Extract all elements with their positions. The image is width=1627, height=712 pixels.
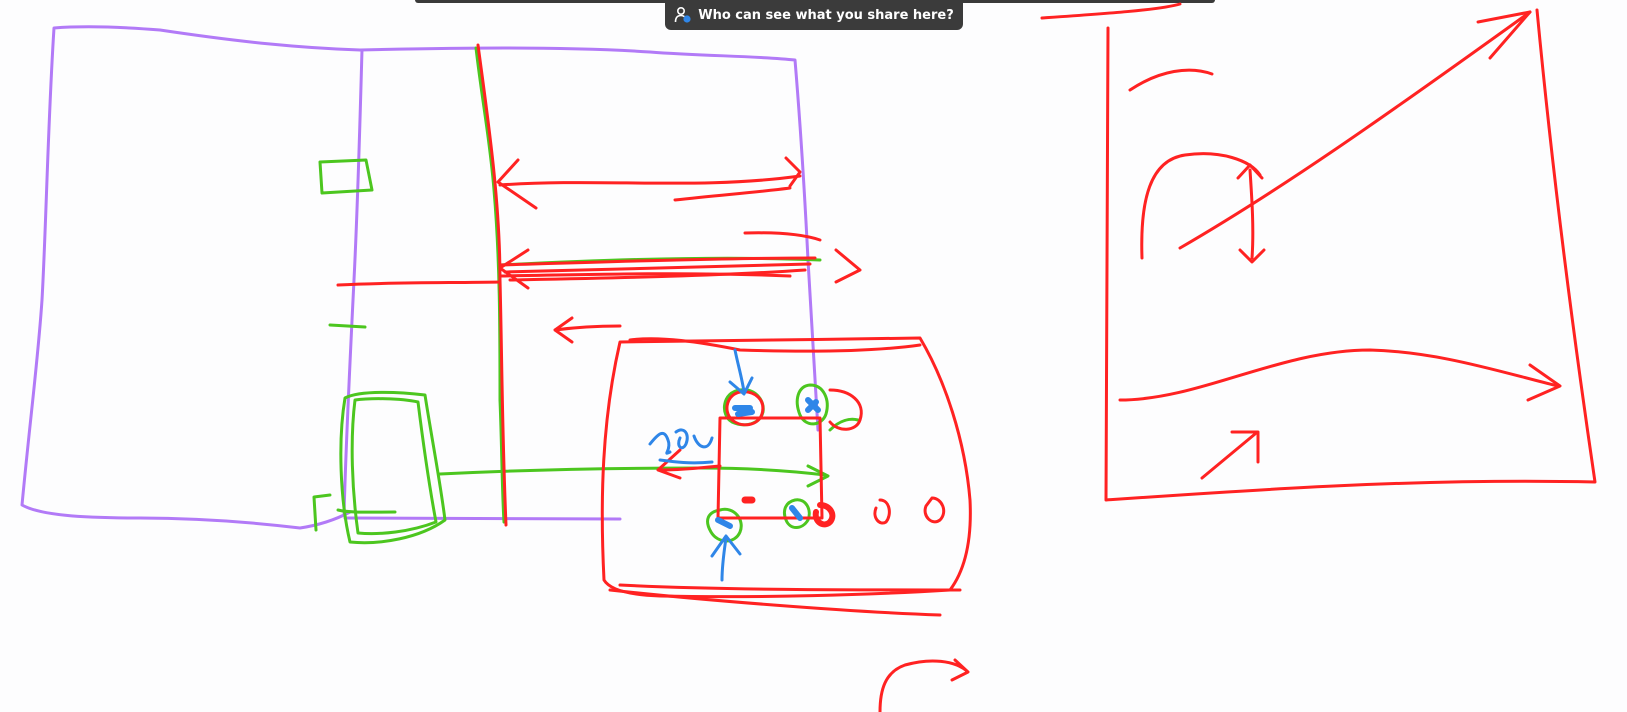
red-scribble-upper-line	[743, 231, 822, 242]
red-scribble-arrow-3	[508, 268, 807, 282]
green-bracket-bottom	[336, 508, 397, 514]
red-big-box-inner	[628, 337, 922, 353]
red-circle-small-1	[873, 498, 891, 525]
red-ink-strokes	[336, 2, 1597, 712]
red-right-frame	[1104, 8, 1597, 502]
blue-fill-top-right	[805, 397, 821, 413]
red-top-arrowhead-left	[496, 158, 538, 210]
red-double-arrow-vertical	[1236, 163, 1266, 264]
purple-left-panel-outline	[20, 25, 362, 530]
red-scribble-arrowhead-left	[498, 248, 530, 290]
blue-fill-bottom-left	[715, 517, 733, 529]
purple-bottom-edge	[343, 516, 622, 521]
red-top-arrowhead-right	[784, 156, 802, 188]
red-circle-top-right	[828, 388, 863, 431]
green-small-box	[318, 158, 374, 195]
red-top-line	[1040, 2, 1182, 20]
red-wave-arrow	[1118, 348, 1560, 402]
purple-ink-strokes	[20, 25, 820, 530]
purple-right-panel-outline	[358, 46, 820, 432]
green-connector-arrowhead	[806, 464, 830, 488]
share-visibility-banner[interactable]: Who can see what you share here?	[665, 0, 963, 30]
red-filled-dot-2	[812, 502, 836, 528]
red-diagonal-arrowhead	[1476, 10, 1532, 60]
red-circle-small-2	[923, 496, 946, 524]
red-short-arrow-left	[553, 316, 622, 344]
red-left-arrow-in-box	[656, 448, 722, 480]
green-small-tick	[828, 417, 860, 432]
green-tall-block-outer	[339, 390, 447, 545]
red-big-box-tail-1	[608, 588, 942, 617]
share-visibility-label: Who can see what you share here?	[698, 7, 954, 23]
blue-arrow-top	[728, 348, 754, 396]
purple-divider-line	[342, 48, 364, 517]
red-scribble-arrowhead-right	[834, 248, 862, 284]
blue-ink-strokes	[648, 348, 821, 582]
red-vertical-divider	[476, 43, 508, 527]
red-big-box-tail-2	[618, 583, 962, 592]
green-small-dash	[328, 323, 367, 329]
red-underline-stroke	[673, 186, 792, 202]
blue-arrow-bottom	[710, 534, 742, 582]
red-right-frame-top-curve	[1128, 68, 1214, 92]
red-scribble-arrow-2	[503, 262, 812, 274]
green-ink-strokes	[312, 46, 860, 545]
red-top-arrow-line	[498, 174, 802, 187]
people-visibility-icon	[674, 6, 692, 24]
green-circle-top-right	[795, 383, 829, 426]
red-scribble-arrow-4	[498, 272, 792, 278]
blue-handwritten-label	[648, 428, 714, 455]
blue-arrow-label-pointer	[658, 458, 714, 465]
blue-fill-bottom-right	[789, 505, 803, 521]
green-tall-block-inner	[350, 397, 438, 536]
red-diagonal-arrow	[1178, 10, 1532, 250]
red-circle-top-left	[725, 390, 765, 427]
red-curved-arc	[1140, 152, 1262, 260]
red-horizontal-line	[336, 280, 502, 287]
red-bottom-swirl	[878, 658, 970, 712]
green-connector-arrow	[438, 466, 827, 477]
red-small-diagonal-arrow	[1200, 430, 1260, 480]
red-wave-arrowhead	[1526, 363, 1562, 402]
blue-fill-top-left	[732, 405, 755, 417]
green-bracket-left	[312, 493, 332, 532]
red-inner-rect	[716, 416, 824, 520]
red-scribble-arrow-1	[498, 256, 817, 267]
green-circle-bottom-right	[782, 498, 811, 529]
